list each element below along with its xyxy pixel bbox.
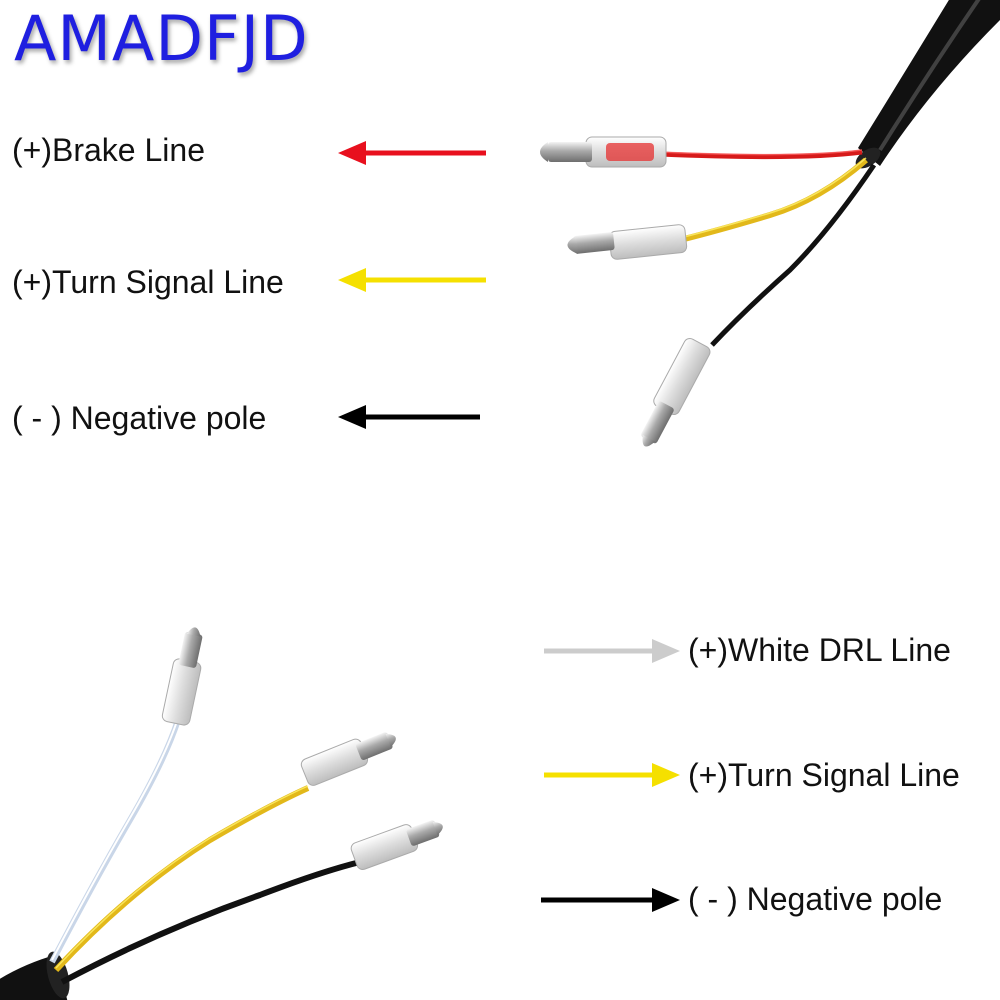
label-turn-signal-line-bottom: (+)Turn Signal Line [688,757,960,793]
label-white-drl-line: (+)White DRL Line [688,632,951,668]
cable-top [855,0,1000,169]
connector-brake [540,136,667,168]
wire-black-bottom [60,859,361,985]
arrow-white-drl [544,639,680,663]
connector-white-drl [161,627,203,726]
cable-bottom [0,951,70,1000]
connector-turn-signal-top [567,224,688,260]
brand-logo-text: AMADFJD [14,2,309,75]
wire-red [659,149,863,160]
label-negative-pole-top: ( - ) Negative pole [12,400,267,436]
wire-white [49,717,181,964]
arrow-negative-bottom [541,888,680,912]
label-negative-pole-bottom: ( - ) Negative pole [688,881,943,917]
label-brake-line: (+)Brake Line [12,132,205,168]
connector-negative-bottom [350,820,443,870]
arrow-turn-signal-bottom [544,763,680,787]
wire-yellow-bottom [53,785,310,973]
connector-turn-signal-bottom [300,732,396,786]
connector-negative-top [641,337,711,447]
arrow-turn-signal-top [338,268,486,292]
wire-black-top [710,163,877,347]
arrow-negative-top [338,405,480,429]
arrow-brake [338,141,486,165]
wire-yellow-top [679,157,868,243]
label-turn-signal-line-top: (+)Turn Signal Line [12,264,284,300]
